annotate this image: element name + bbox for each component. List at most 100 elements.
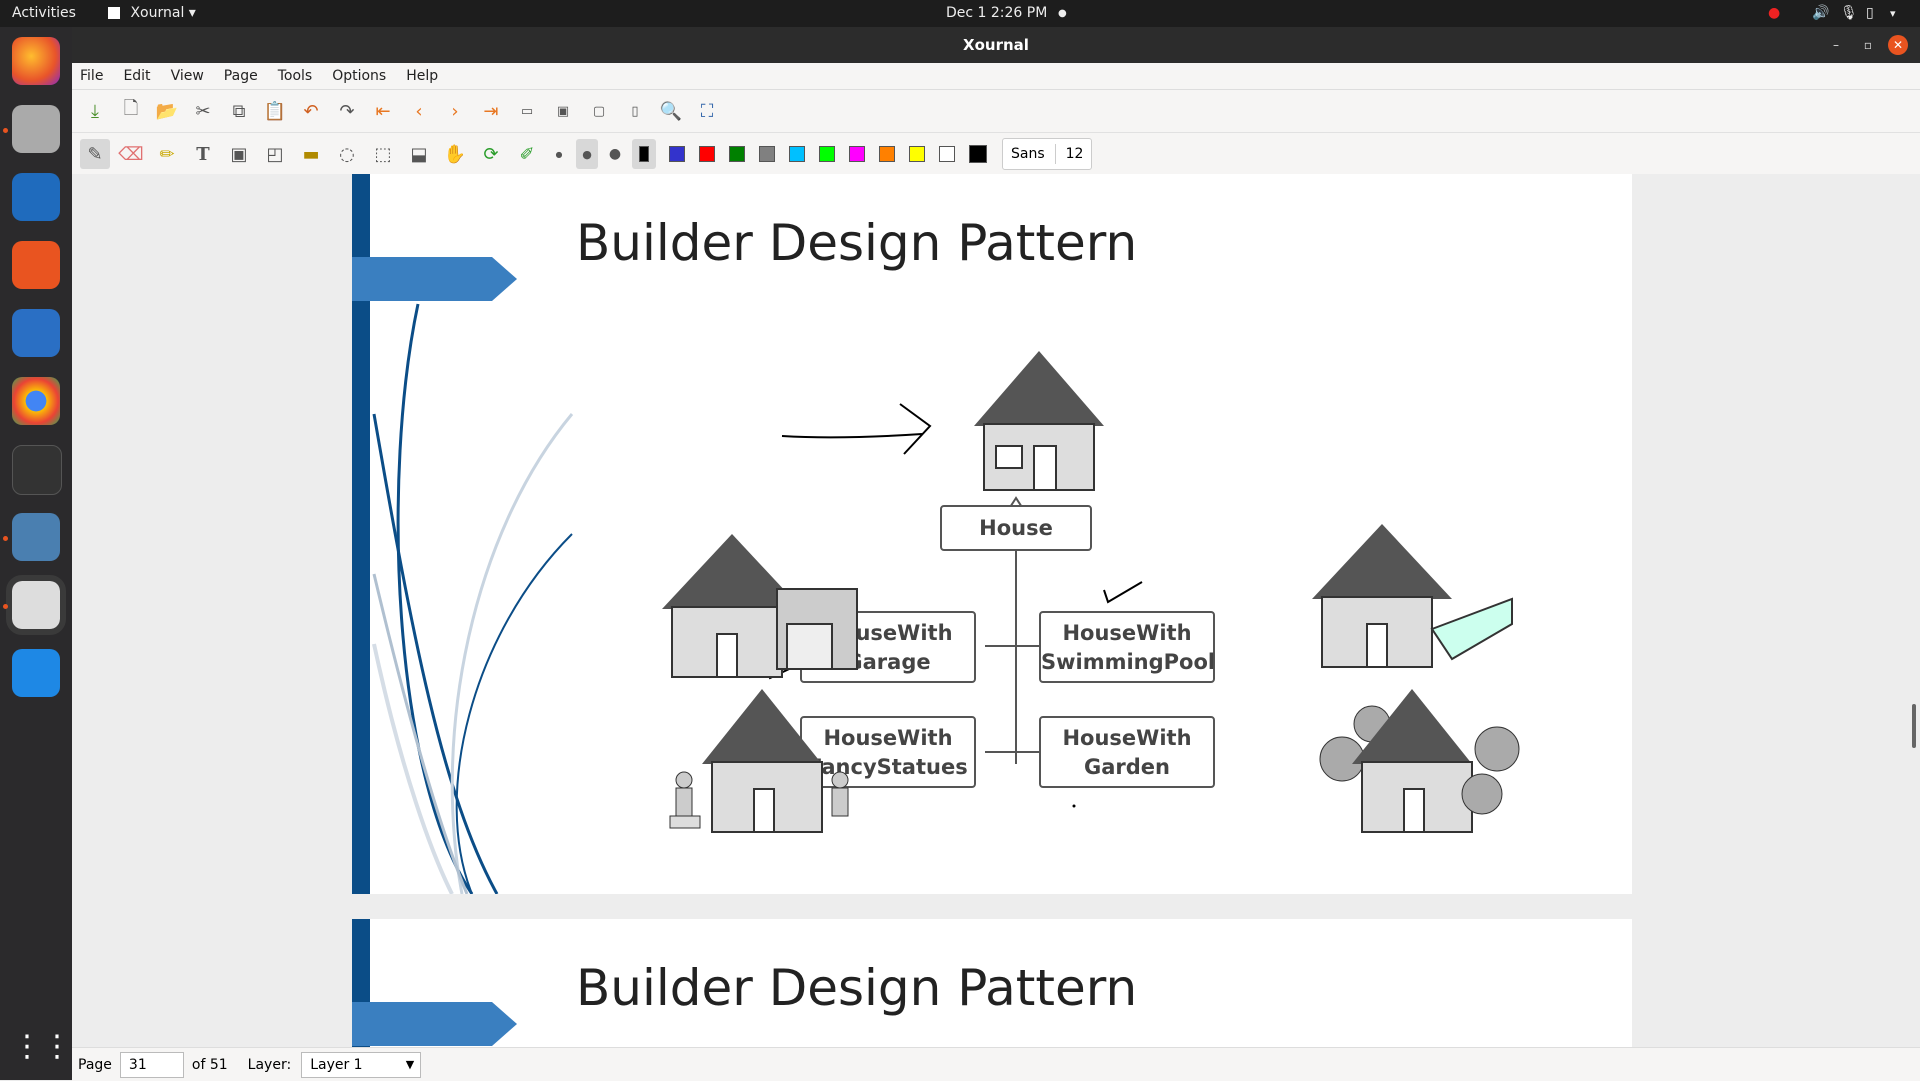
save-icon[interactable]: ⤓ <box>91 100 99 122</box>
hand-icon[interactable]: ✋ <box>443 143 467 165</box>
menu-edit[interactable]: Edit <box>123 68 151 84</box>
copy-icon[interactable]: ⧉ <box>232 100 246 122</box>
color-lightgreen-swatch[interactable] <box>819 146 835 162</box>
uml-class-pool: HouseWith SwimmingPool <box>1039 611 1215 683</box>
app-menu[interactable]: Xournal ▾ <box>108 0 196 27</box>
app-menu-label: Xournal <box>130 5 185 21</box>
menu-view[interactable]: View <box>170 68 204 84</box>
font-button[interactable]: Sans 12 <box>1002 138 1093 170</box>
record-icon[interactable]: ● <box>1768 5 1781 21</box>
color-picker-swatch[interactable] <box>969 145 987 163</box>
zoom-100-icon[interactable]: ▣ <box>556 103 570 119</box>
software-center-icon[interactable] <box>12 241 60 289</box>
color-lightblue-swatch[interactable] <box>789 146 805 162</box>
xournal-icon[interactable] <box>6 575 66 635</box>
ruler-icon[interactable]: ▬ <box>302 143 320 165</box>
vertical-space-icon[interactable]: ⬓ <box>410 143 428 165</box>
paste-icon[interactable]: 📋 <box>263 100 287 122</box>
menu-page[interactable]: Page <box>223 68 258 84</box>
cut-icon[interactable]: ✂ <box>195 100 211 122</box>
activities-button[interactable]: Activities <box>12 5 76 21</box>
thick-width-icon[interactable]: ● <box>608 146 622 162</box>
page-label: Page <box>78 1056 112 1073</box>
select-rectangle-icon[interactable]: ⬚ <box>374 143 392 165</box>
firefox-icon[interactable] <box>12 37 60 85</box>
default-highlighter-icon[interactable]: ✐ <box>519 143 535 165</box>
tools-toolbar: ✎ ⌫ ✏ T ▣ ◰ ▬ ◌ ⬚ ⬓ ✋ ⟳ ✐ ● ● ● Sans 12 <box>72 133 1920 176</box>
menu-tools[interactable]: Tools <box>277 68 313 84</box>
eraser-icon[interactable]: ⌫ <box>118 143 144 165</box>
color-blue-swatch[interactable] <box>669 146 685 162</box>
medium-width-icon[interactable]: ● <box>576 139 598 169</box>
zoom-out-icon[interactable]: ▭ <box>520 103 534 119</box>
shape-recognizer-icon[interactable]: ◰ <box>266 143 284 165</box>
uml-class-label: Garden <box>1084 755 1170 779</box>
uml-class-label: HouseWith <box>1062 621 1192 645</box>
open-icon[interactable]: 📂 <box>155 100 179 122</box>
vertical-scrollbar[interactable] <box>1912 704 1916 748</box>
terminal-icon[interactable] <box>12 445 62 495</box>
default-pen-icon[interactable]: ⟳ <box>483 143 499 165</box>
house-illustration-pool <box>1312 524 1513 668</box>
color-black-swatch[interactable] <box>632 139 656 169</box>
page-number-input[interactable]: 31 <box>119 1051 184 1078</box>
titlebar: Xournal – ▫ ✕ <box>72 27 1920 63</box>
vscode-icon[interactable] <box>12 649 60 697</box>
fullscreen-icon[interactable]: ⛶ <box>700 100 714 122</box>
zoom-width-icon[interactable]: ▢ <box>592 103 606 119</box>
color-yellow-swatch[interactable] <box>909 146 925 162</box>
clock[interactable]: Dec 1 2:26 PM <box>946 5 1048 21</box>
slide-arrow-ribbon <box>352 257 517 301</box>
pen-icon[interactable]: ✎ <box>80 139 110 169</box>
redo-icon[interactable]: ↷ <box>339 100 355 122</box>
layer-value: Layer 1 <box>310 1056 363 1073</box>
thunderbird-icon[interactable] <box>12 309 60 357</box>
show-apps-icon[interactable]: ⋮⋮ <box>12 1029 72 1064</box>
menu-file[interactable]: File <box>80 68 104 84</box>
uml-class-label: SwimmingPool <box>1041 650 1216 674</box>
files-icon[interactable] <box>12 105 60 153</box>
house-illustration-statues <box>669 689 849 833</box>
last-page-icon[interactable]: ⇥ <box>483 100 499 122</box>
previous-page-icon[interactable]: ‹ <box>415 100 423 122</box>
menu-help[interactable]: Help <box>406 68 439 84</box>
color-gray-swatch[interactable] <box>759 146 775 162</box>
minimize-icon[interactable]: – <box>1833 38 1839 52</box>
maximize-icon[interactable]: ▫ <box>1863 38 1873 52</box>
page-number-value: 31 <box>128 1056 147 1073</box>
font-name: Sans <box>1011 146 1045 162</box>
image-tool-icon[interactable]: ▣ <box>230 143 248 165</box>
new-page-icon[interactable]: 🗋 <box>123 98 139 119</box>
color-green-swatch[interactable] <box>729 146 745 162</box>
next-page-icon[interactable]: › <box>451 100 459 122</box>
lasso-icon[interactable]: ◌ <box>339 143 355 165</box>
thin-width-icon[interactable]: ● <box>555 149 563 159</box>
document-canvas[interactable]: Builder Design Pattern House HouseWith <box>72 174 1920 1074</box>
undo-icon[interactable]: ↶ <box>303 100 319 122</box>
house-illustration-garden <box>1319 689 1520 833</box>
battery-icon[interactable]: ▯ <box>1866 5 1874 21</box>
chrome-icon[interactable] <box>12 377 60 425</box>
color-orange-swatch[interactable] <box>879 146 895 162</box>
color-magenta-swatch[interactable] <box>849 146 865 162</box>
screen-recorder-icon[interactable] <box>12 513 60 561</box>
zoom-height-icon[interactable]: ▯ <box>631 103 639 119</box>
color-white-swatch[interactable] <box>939 146 955 162</box>
text-tool-icon[interactable]: T <box>196 143 210 165</box>
color-red-swatch[interactable] <box>699 146 715 162</box>
layer-select[interactable]: Layer 1 ▼ <box>301 1051 422 1078</box>
chevron-down-icon: ▼ <box>405 1058 415 1071</box>
slide-left-bar <box>352 174 370 894</box>
first-page-icon[interactable]: ⇤ <box>375 100 391 122</box>
uml-class-label: Garage <box>845 650 931 674</box>
volume-icon[interactable]: 🔊 <box>1812 5 1830 21</box>
writer-icon[interactable] <box>12 173 60 221</box>
page-31[interactable]: Builder Design Pattern House HouseWith <box>352 174 1632 894</box>
mic-icon[interactable]: 🎙 <box>1840 5 1858 21</box>
highlighter-icon[interactable]: ✏ <box>159 143 175 165</box>
zoom-icon[interactable]: 🔍 <box>659 100 683 122</box>
house-illustration-garage <box>662 534 858 678</box>
menu-options[interactable]: Options <box>332 68 387 84</box>
system-menu-chevron-icon[interactable]: ▾ <box>1890 7 1896 20</box>
close-icon[interactable]: ✕ <box>1888 35 1908 55</box>
